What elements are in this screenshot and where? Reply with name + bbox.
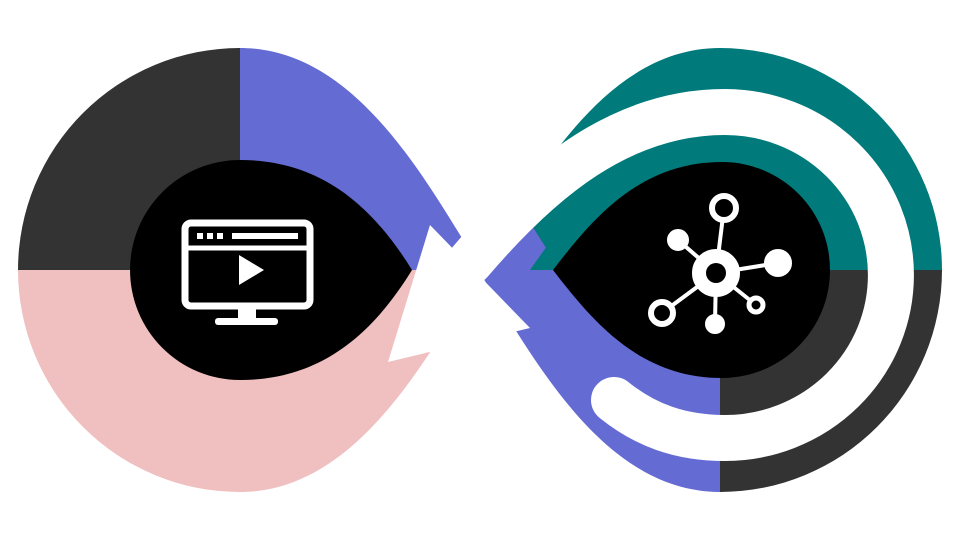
network-hub-icon [648, 193, 792, 334]
right-eye [553, 162, 830, 378]
loop-arrow-head [388, 225, 530, 362]
monitor-play-icon [181, 219, 314, 325]
left-eye [130, 160, 412, 380]
loop-arrow-stroke [447, 88, 914, 462]
